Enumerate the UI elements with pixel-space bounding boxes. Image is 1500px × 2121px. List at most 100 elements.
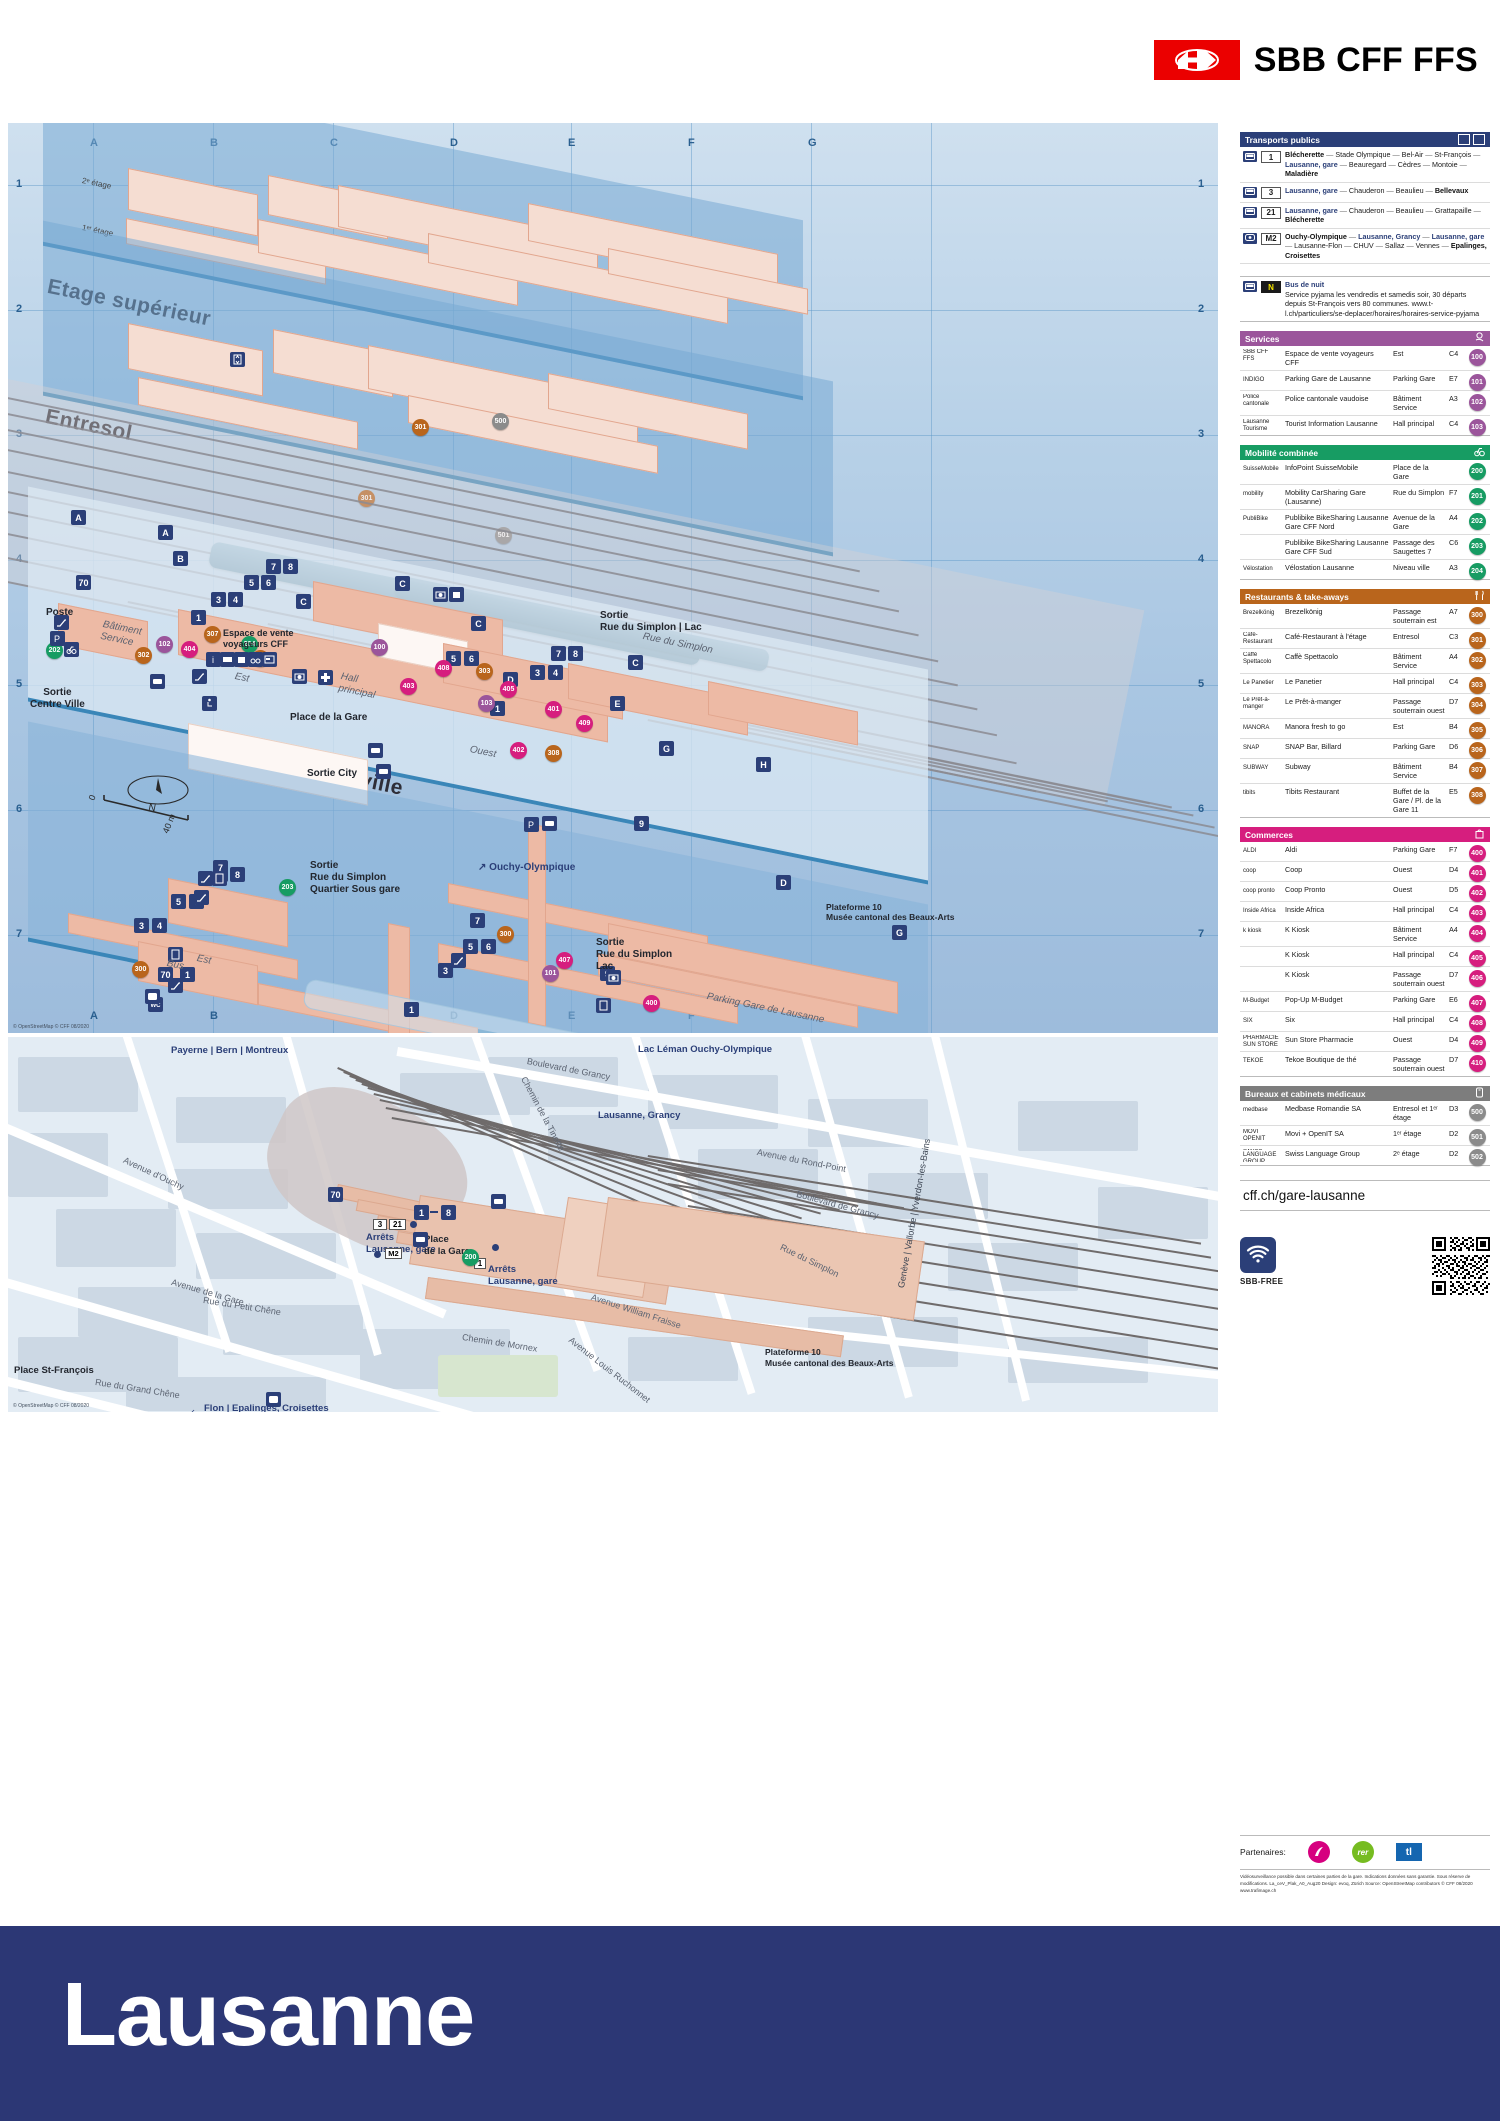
poi-308[interactable]: 308 <box>545 745 562 762</box>
station-3d-map[interactable]: A B C D E F G A B C D E F G 1 2 3 4 5 6 … <box>8 123 1218 1033</box>
brand-logo: SuisseMobile <box>1243 466 1279 473</box>
grid-row-3: 3 <box>16 428 23 440</box>
bus-stop-icon <box>368 743 383 758</box>
poi-101[interactable]: 101 <box>542 965 559 982</box>
poi-name: Medbase Romandie SA <box>1285 1104 1361 1113</box>
street-metro-m2: M2 <box>385 1248 402 1259</box>
platform-1: 1 <box>191 610 206 625</box>
poi-grid-code: E7 <box>1449 374 1458 383</box>
elevator-icon[interactable] <box>230 352 245 367</box>
poi-300[interactable]: 300 <box>132 961 149 978</box>
poi-102[interactable]: 102 <box>156 636 173 653</box>
brand-logo: SUBWAY <box>1243 765 1269 772</box>
street-poi-200[interactable]: 200 <box>462 1249 479 1266</box>
poi-408[interactable]: 408 <box>435 660 452 677</box>
escalator-icon <box>451 953 466 968</box>
poi-402[interactable]: 402 <box>510 742 527 759</box>
poi-location: Parking Gare <box>1393 374 1436 383</box>
poi-grid-code: B4 <box>1449 722 1458 731</box>
brand-logo <box>1243 950 1281 963</box>
poi-409[interactable]: 409 <box>576 715 593 732</box>
poi-202[interactable]: 202 <box>46 642 63 659</box>
brand-logo: PHARMACIE SUN STORE <box>1243 1035 1279 1048</box>
poi-103[interactable]: 103 <box>478 695 495 712</box>
brand-logo: M-Budget <box>1243 998 1270 1005</box>
poi-badge: 305 <box>1468 722 1486 739</box>
bike-share-icon <box>1474 446 1485 459</box>
section-title: Services <box>1245 333 1280 344</box>
poi-grid-code: E5 <box>1449 787 1458 796</box>
poi-grid-code: C4 <box>1449 905 1459 914</box>
poi-404[interactable]: 404 <box>181 641 198 658</box>
poi-location: Hall principal <box>1393 677 1435 686</box>
svg-text:40 m: 40 m <box>161 812 178 834</box>
shopping-bag-icon <box>1474 828 1485 841</box>
platform-8: 8 <box>283 559 298 574</box>
poi-302[interactable]: 302 <box>135 647 152 664</box>
poi-grid-code: D5 <box>1449 885 1459 894</box>
legend-row[interactable]: Publibike BikeSharing Lausanne Gare CFF … <box>1240 535 1490 560</box>
qr-code-icon[interactable] <box>1432 1237 1490 1295</box>
poi-301[interactable]: 301 <box>412 419 429 436</box>
platform-3: 3 <box>211 592 226 607</box>
poi-500[interactable]: 500 <box>492 413 509 430</box>
poi-303[interactable]: 303 <box>476 663 493 680</box>
poi-204[interactable]: 204 <box>241 636 258 653</box>
poi-307[interactable]: 307 <box>204 626 221 643</box>
poi-badge: 307 <box>1468 762 1486 779</box>
website-url[interactable]: cff.ch/gare-lausanne <box>1240 1180 1490 1211</box>
poi-300b[interactable]: 300 <box>497 926 514 943</box>
poi-100[interactable]: 100 <box>371 639 388 656</box>
map-canvas: A B C D E F G A B C D E F G 1 2 3 4 5 6 … <box>8 123 1218 1033</box>
poi-203[interactable]: 203 <box>279 879 296 896</box>
grid-col-B-bottom: B <box>210 1010 218 1022</box>
brand-logo: Vélostation <box>1243 566 1273 573</box>
poi-405[interactable]: 405 <box>500 681 517 698</box>
brand-logo: MOVI OPENIT <box>1243 1129 1266 1142</box>
street-map[interactable]: Avenue d'Ouchy Avenue de la Gare Bouleva… <box>8 1037 1218 1412</box>
poi-407[interactable]: 407 <box>556 952 573 969</box>
wifi-icon <box>1240 1237 1276 1273</box>
poi-400[interactable]: 400 <box>643 995 660 1012</box>
poi-401[interactable]: 401 <box>545 701 562 718</box>
poi-grid-code: C6 <box>1449 538 1459 547</box>
poi-403[interactable]: 403 <box>400 678 417 695</box>
brand-logo <box>1243 538 1281 551</box>
